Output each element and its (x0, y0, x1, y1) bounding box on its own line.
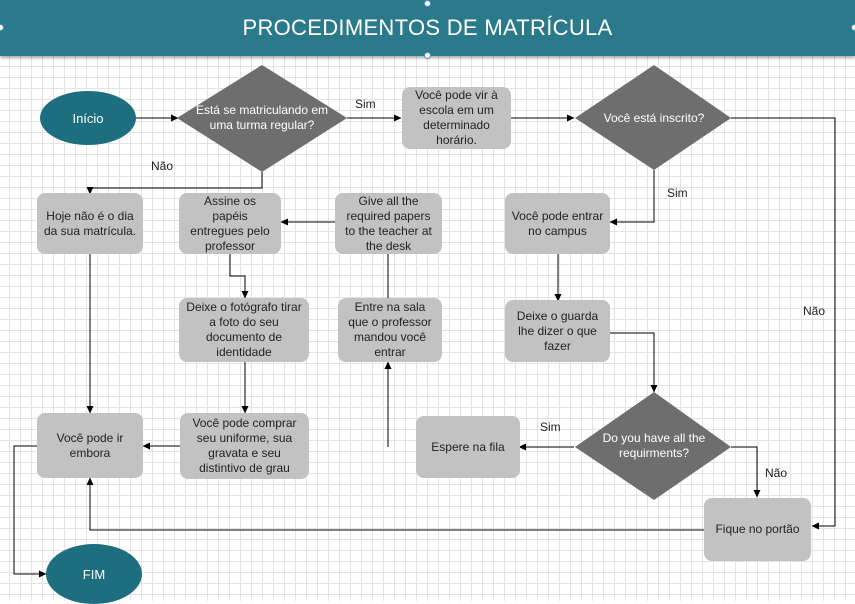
start-node[interactable]: Início (40, 91, 136, 145)
edge-label-sim-regular: Sim (355, 97, 376, 111)
process-fotografo[interactable]: Deixe o fotógrafo tirar a foto do seu do… (179, 298, 309, 362)
edge-label-nao-inscrito: Não (803, 304, 826, 318)
decision-regular-shape (177, 65, 347, 172)
process-hoje-nao-label: Hoje não é o dia da sua matrícula. (43, 208, 137, 238)
process-espere-label: Espere na fila (431, 439, 505, 454)
process-assine[interactable]: Assine os papéis entregues pelo professo… (179, 193, 281, 254)
process-horario-label: Você pode vir à escola em um determinado… (415, 88, 498, 147)
edge-inscrito-sim (609, 170, 655, 226)
edge-label-nao-requirements: Não (765, 466, 788, 480)
decision-requirements[interactable]: Do you have all the requirments? (585, 426, 723, 466)
process-portao[interactable]: Fique no portão (704, 498, 811, 561)
end-node-label: FIM (82, 566, 106, 582)
decision-regular-label: Está se matriculando em uma turma regula… (195, 103, 329, 132)
edge-regular-nao (86, 172, 263, 195)
process-entrar-campus-label: Você pode entrar no campus (511, 208, 604, 238)
edge-label-sim-requirements: Sim (540, 420, 561, 434)
decision-inscrito-shape (575, 65, 731, 170)
process-fotografo-label: Deixe o fotógrafo tirar a foto do seu do… (186, 300, 302, 359)
edge-embora-to-fim (13, 445, 47, 578)
title-banner[interactable]: PROCEDIMENTOS DE MATRÍCULA (0, 0, 855, 56)
edge-guarda-to-requirements (610, 332, 658, 393)
edge-label-sim-inscrito: Sim (667, 186, 688, 200)
process-ir-embora[interactable]: Você pode ir embora (37, 413, 143, 478)
decision-inscrito[interactable]: Você está inscrito? (585, 106, 723, 130)
process-horario[interactable]: Você pode vir à escola em um determinado… (402, 87, 511, 149)
edge-portao-to-embora (86, 477, 704, 531)
process-assine-label: Assine os papéis entregues pelo professo… (190, 193, 270, 253)
decision-inscrito-label: Você está inscrito? (603, 110, 705, 125)
edge-assine-to-foto (229, 254, 249, 299)
process-hoje-nao[interactable]: Hoje não é o dia da sua matrícula. (37, 193, 143, 254)
end-node[interactable]: FIM (46, 544, 142, 604)
process-ir-embora-label: Você pode ir embora (56, 430, 124, 460)
resize-handle-right[interactable] (851, 24, 855, 31)
resize-handle-top[interactable] (424, 0, 431, 7)
process-comprar-label: Você pode comprar seu uniforme, sua grav… (192, 416, 297, 475)
decision-requirements-label: Do you have all the requirments? (602, 431, 706, 460)
process-give-papers[interactable]: Give all the required papers to the teac… (335, 193, 442, 254)
process-espere[interactable]: Espere na fila (416, 416, 520, 478)
decision-requirements-shape (575, 392, 731, 500)
process-guarda[interactable]: Deixe o guarda lhe dizer o que fazer (505, 300, 610, 362)
process-entre-sala[interactable]: Entre na sala que o professor mandou voc… (338, 298, 442, 362)
process-entrar-campus[interactable]: Você pode entrar no campus (505, 193, 610, 254)
edge-requirements-nao (731, 446, 761, 498)
decision-regular[interactable]: Está se matriculando em uma turma regula… (185, 98, 339, 138)
process-portao-label: Fique no portão (715, 522, 800, 536)
process-entre-sala-label: Entre na sala que o professor mandou voc… (348, 300, 432, 359)
process-give-papers-label: Give all the required papers to the teac… (345, 193, 432, 253)
process-guarda-label: Deixe o guarda lhe dizer o que fazer (516, 308, 599, 353)
edge-inscrito-nao (731, 117, 836, 530)
resize-handle-bottom[interactable] (424, 52, 431, 59)
resize-handle-left[interactable] (0, 24, 4, 31)
start-node-label: Início (72, 110, 104, 126)
diagram-title[interactable]: PROCEDIMENTOS DE MATRÍCULA (242, 15, 613, 40)
process-comprar[interactable]: Você pode comprar seu uniforme, sua grav… (180, 413, 309, 479)
edge-label-nao-regular: Não (151, 159, 174, 173)
